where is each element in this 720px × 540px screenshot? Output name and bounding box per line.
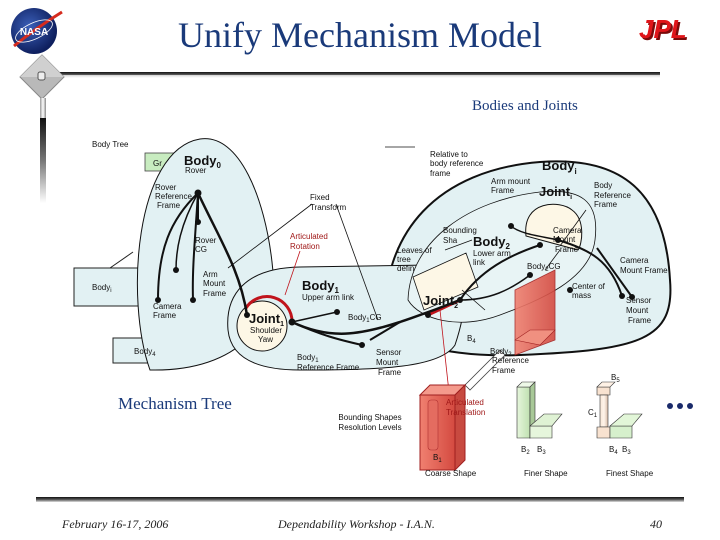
coarse-shape-caption: Coarse Shape bbox=[425, 469, 477, 478]
shape-label-b1: B1 bbox=[433, 453, 442, 464]
footer-date: February 16-17, 2006 bbox=[62, 517, 169, 531]
left-rail bbox=[40, 98, 46, 118]
nasa-logo: NASA bbox=[11, 8, 63, 54]
body-0-label: Body0 bbox=[184, 153, 222, 170]
joint-i bbox=[525, 203, 583, 251]
diagram-label: JPL bbox=[641, 16, 689, 46]
body-1-region bbox=[227, 264, 465, 371]
body-1-label: Body1 bbox=[302, 278, 340, 295]
articulated-rotation-arc bbox=[244, 295, 294, 323]
body-2-bounding-box bbox=[514, 269, 556, 356]
b4-label: B4 bbox=[467, 334, 476, 345]
finest-shape-caption: Finest Shape bbox=[606, 469, 654, 478]
body-1-cg-label: Body1CG bbox=[348, 313, 382, 324]
diagram-label: Gr bbox=[153, 159, 162, 168]
mechanism-diagram: Gr bbox=[73, 138, 693, 478]
shape-label-c1: C1 bbox=[588, 408, 598, 419]
footer-event: Dependability Workshop - I.A.N. bbox=[278, 517, 435, 531]
header-graphics: NASA JPL JPL bbox=[11, 8, 689, 100]
joint-1-label: Joint1 bbox=[249, 311, 284, 328]
slide-subtitle: Bodies and Joints bbox=[472, 98, 578, 114]
header-rule bbox=[52, 72, 331, 78]
slide-title: Unify Mechanism Model bbox=[178, 15, 542, 55]
finest-shape bbox=[596, 381, 643, 439]
shape-label-b4: B4 bbox=[609, 445, 618, 456]
footer-page-number: 40 bbox=[650, 517, 662, 531]
body-tree-label: Body Tree bbox=[92, 140, 129, 149]
shape-label-b5: B5 bbox=[611, 373, 620, 384]
body-4-box-label: Body4 bbox=[134, 347, 156, 358]
diagram-label: NASA bbox=[20, 27, 48, 38]
reference-arrow-icon bbox=[464, 349, 506, 391]
finer-shape bbox=[516, 381, 563, 439]
diagram-label: Upper arm link bbox=[302, 293, 355, 302]
mechanism-tree-heading: Mechanism Tree bbox=[118, 394, 232, 413]
coarse-shape bbox=[418, 383, 467, 472]
body-i-large-label: Bodyi bbox=[542, 158, 577, 176]
diagram-label: Rover bbox=[185, 166, 207, 175]
shape-label-b2: B2 bbox=[521, 445, 530, 456]
joint-2-label: Joint2 bbox=[423, 293, 458, 310]
body-2-cg-label: Body2CG bbox=[527, 262, 561, 273]
left-rail-fade bbox=[40, 118, 46, 203]
shape-label-b3-finest: B3 bbox=[622, 445, 631, 456]
body-i-box-label: Bodyi bbox=[92, 283, 112, 294]
joint-i-label: Jointi bbox=[539, 184, 572, 201]
joint-2 bbox=[412, 252, 479, 311]
ellipsis-icon bbox=[667, 403, 693, 409]
diagram-label: JPL bbox=[639, 14, 687, 44]
corner-ornament-icon bbox=[19, 54, 65, 100]
footer-rule bbox=[36, 497, 684, 502]
finer-shape-caption: Finer Shape bbox=[524, 469, 568, 478]
jpl-logo: JPL JPL bbox=[639, 14, 689, 46]
body-2-label: Body2 bbox=[473, 234, 511, 251]
shape-label-b3: B3 bbox=[537, 445, 546, 456]
